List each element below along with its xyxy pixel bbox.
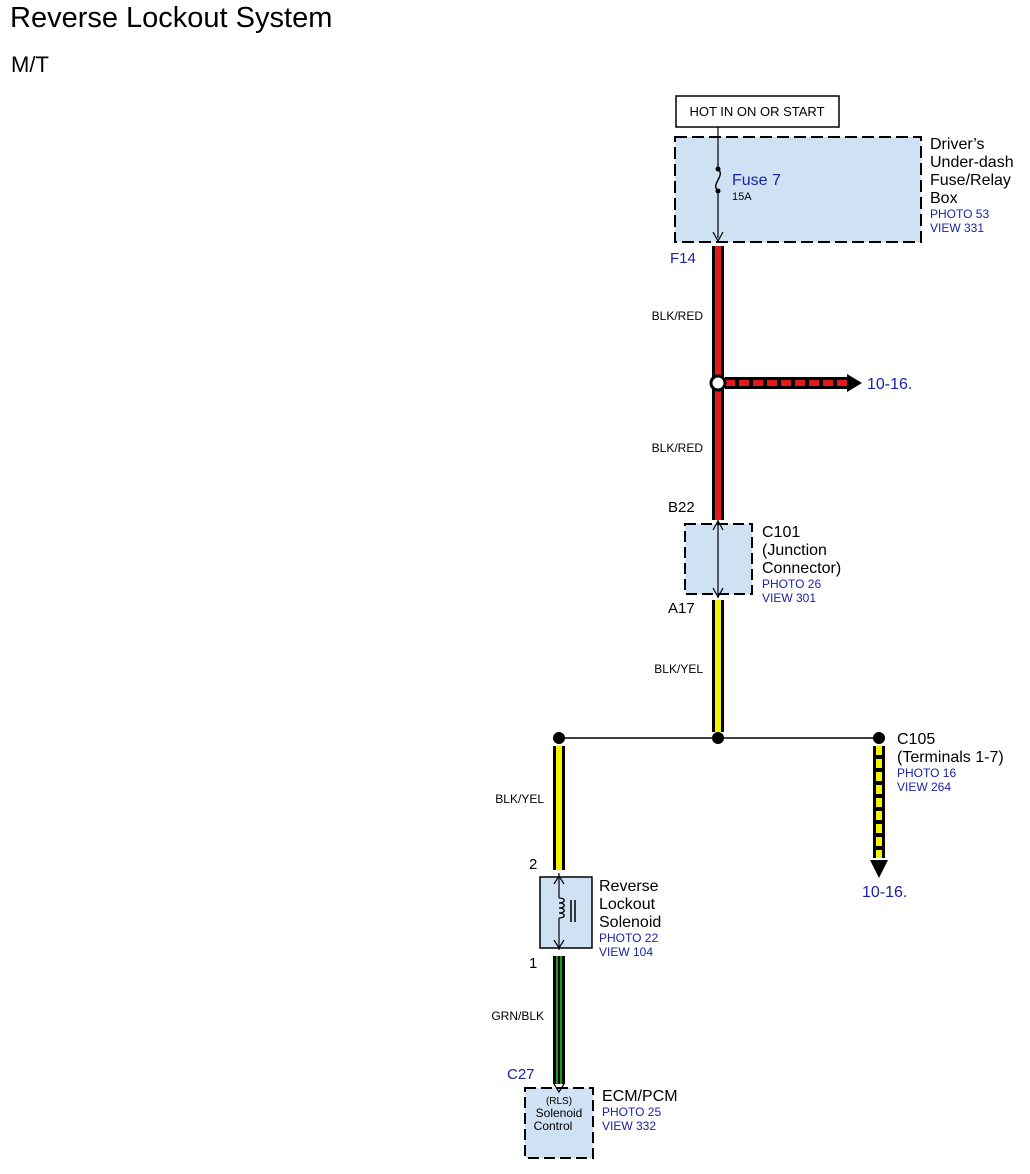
junction-dot-center [712, 732, 724, 744]
c101-name-3: Connector) [762, 560, 841, 577]
up-arrow-icon [712, 519, 724, 531]
c101-bottom-terminal: A17 [668, 600, 695, 617]
ecm-box: (RLS) Solenoid Control [524, 1083, 594, 1159]
wire-label-3: BLK/YEL [654, 662, 703, 676]
fuse-box-terminal: F14 [670, 250, 696, 267]
fuse-box: Fuse 7 15A [674, 127, 922, 243]
arrow-down-icon [870, 860, 888, 878]
arrow-right-icon [847, 374, 862, 392]
wire-branch-right [709, 374, 862, 392]
fuse-name: Fuse 7 [732, 172, 781, 189]
solenoid-name-3: Solenoid [599, 914, 661, 931]
ecm-inner-2: Solenoid [536, 1106, 583, 1120]
branch-ref-1: 10-16. [867, 376, 912, 393]
ecm-name: ECM/PCM [602, 1088, 678, 1105]
solenoid-view: VIEW 104 [599, 945, 653, 959]
c105-name-1: C105 [897, 731, 935, 748]
page-title: Reverse Lockout System [10, 2, 333, 34]
solenoid [539, 873, 593, 950]
page-subtitle: M/T [11, 52, 49, 77]
c101-name-1: C101 [762, 524, 800, 541]
fuse-box-photo: PHOTO 53 [930, 207, 989, 221]
wire-blk-yel-main [712, 600, 724, 732]
wire-label-5: GRN/BLK [491, 1009, 544, 1023]
ecm-view: VIEW 332 [602, 1119, 656, 1133]
c105-name-2: (Terminals 1-7) [897, 749, 1004, 766]
terminal-arrow-icon [712, 231, 724, 243]
down-arrow-icon [712, 587, 724, 599]
power-source-text: HOT IN ON OR START [689, 104, 824, 119]
splice-point [709, 374, 727, 392]
coil-icon [558, 897, 565, 919]
c101-name-2: (Junction [762, 542, 827, 559]
wire-grn-blk [553, 956, 565, 1084]
fuse-box-view: VIEW 331 [930, 221, 984, 235]
solenoid-name-1: Reverse [599, 878, 659, 895]
wire-label-2: BLK/RED [652, 441, 704, 455]
c105-ref: 10-16. [862, 884, 907, 901]
solenoid-pin-bottom: 1 [529, 955, 537, 972]
fuse-rating: 15A [732, 191, 752, 203]
c101-view: VIEW 301 [762, 591, 816, 605]
ecm-terminal: C27 [507, 1066, 535, 1083]
ecm-photo: PHOTO 25 [602, 1105, 661, 1119]
wire-blk-yel-solenoid [553, 746, 565, 870]
fuse-box-name-2: Under-dash [930, 154, 1014, 171]
fuse-box-name-4: Box [930, 190, 958, 207]
fuse-box-name-3: Fuse/Relay [930, 172, 1011, 189]
fuse-box-name-1: Driver’s [930, 136, 985, 153]
solenoid-pin-top: 2 [529, 856, 537, 873]
c101-connector [684, 519, 753, 599]
power-source-label: HOT IN ON OR START [675, 95, 840, 128]
c105-photo: PHOTO 16 [897, 766, 956, 780]
wire-label-1: BLK/RED [652, 309, 704, 323]
solenoid-photo: PHOTO 22 [599, 931, 658, 945]
ecm-inner-1: (RLS) [546, 1096, 572, 1107]
wire-label-4: BLK/YEL [495, 792, 544, 806]
junction-dot-left [553, 732, 565, 744]
ecm-inner-3: Control [534, 1119, 573, 1133]
junction-dot-right [873, 732, 885, 744]
c101-photo: PHOTO 26 [762, 577, 821, 591]
solenoid-name-2: Lockout [599, 896, 656, 913]
c105-view: VIEW 264 [897, 780, 951, 794]
wire-c105-branch [870, 746, 888, 878]
c101-top-terminal: B22 [668, 499, 695, 516]
